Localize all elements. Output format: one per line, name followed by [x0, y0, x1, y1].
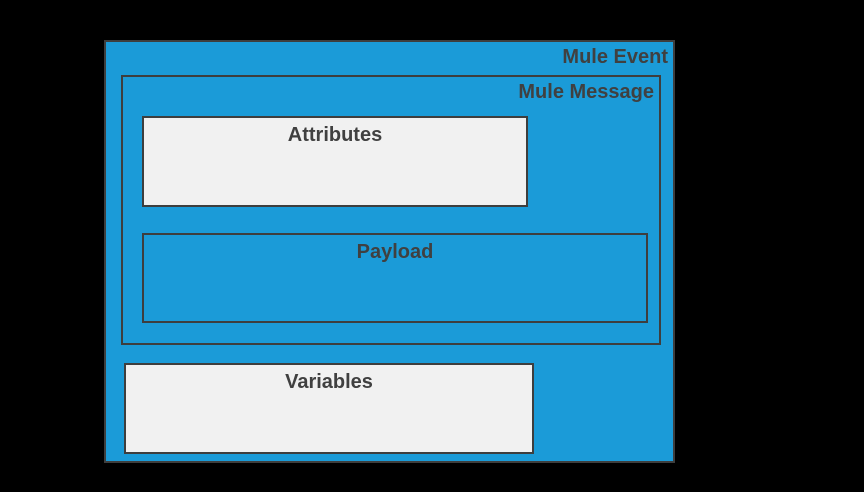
- variables-box: Variables: [124, 363, 534, 454]
- mule-event-box: Mule Event Mule Message Attributes Paylo…: [104, 40, 675, 463]
- mule-event-label: Mule Event: [562, 46, 668, 68]
- mule-message-label: Mule Message: [518, 81, 654, 103]
- mule-message-box: Mule Message Attributes Payload: [121, 75, 661, 345]
- variables-label: Variables: [285, 371, 373, 393]
- payload-box: Payload: [142, 233, 648, 323]
- attributes-box: Attributes: [142, 116, 528, 207]
- attributes-label: Attributes: [287, 124, 383, 146]
- payload-label: Payload: [356, 241, 434, 263]
